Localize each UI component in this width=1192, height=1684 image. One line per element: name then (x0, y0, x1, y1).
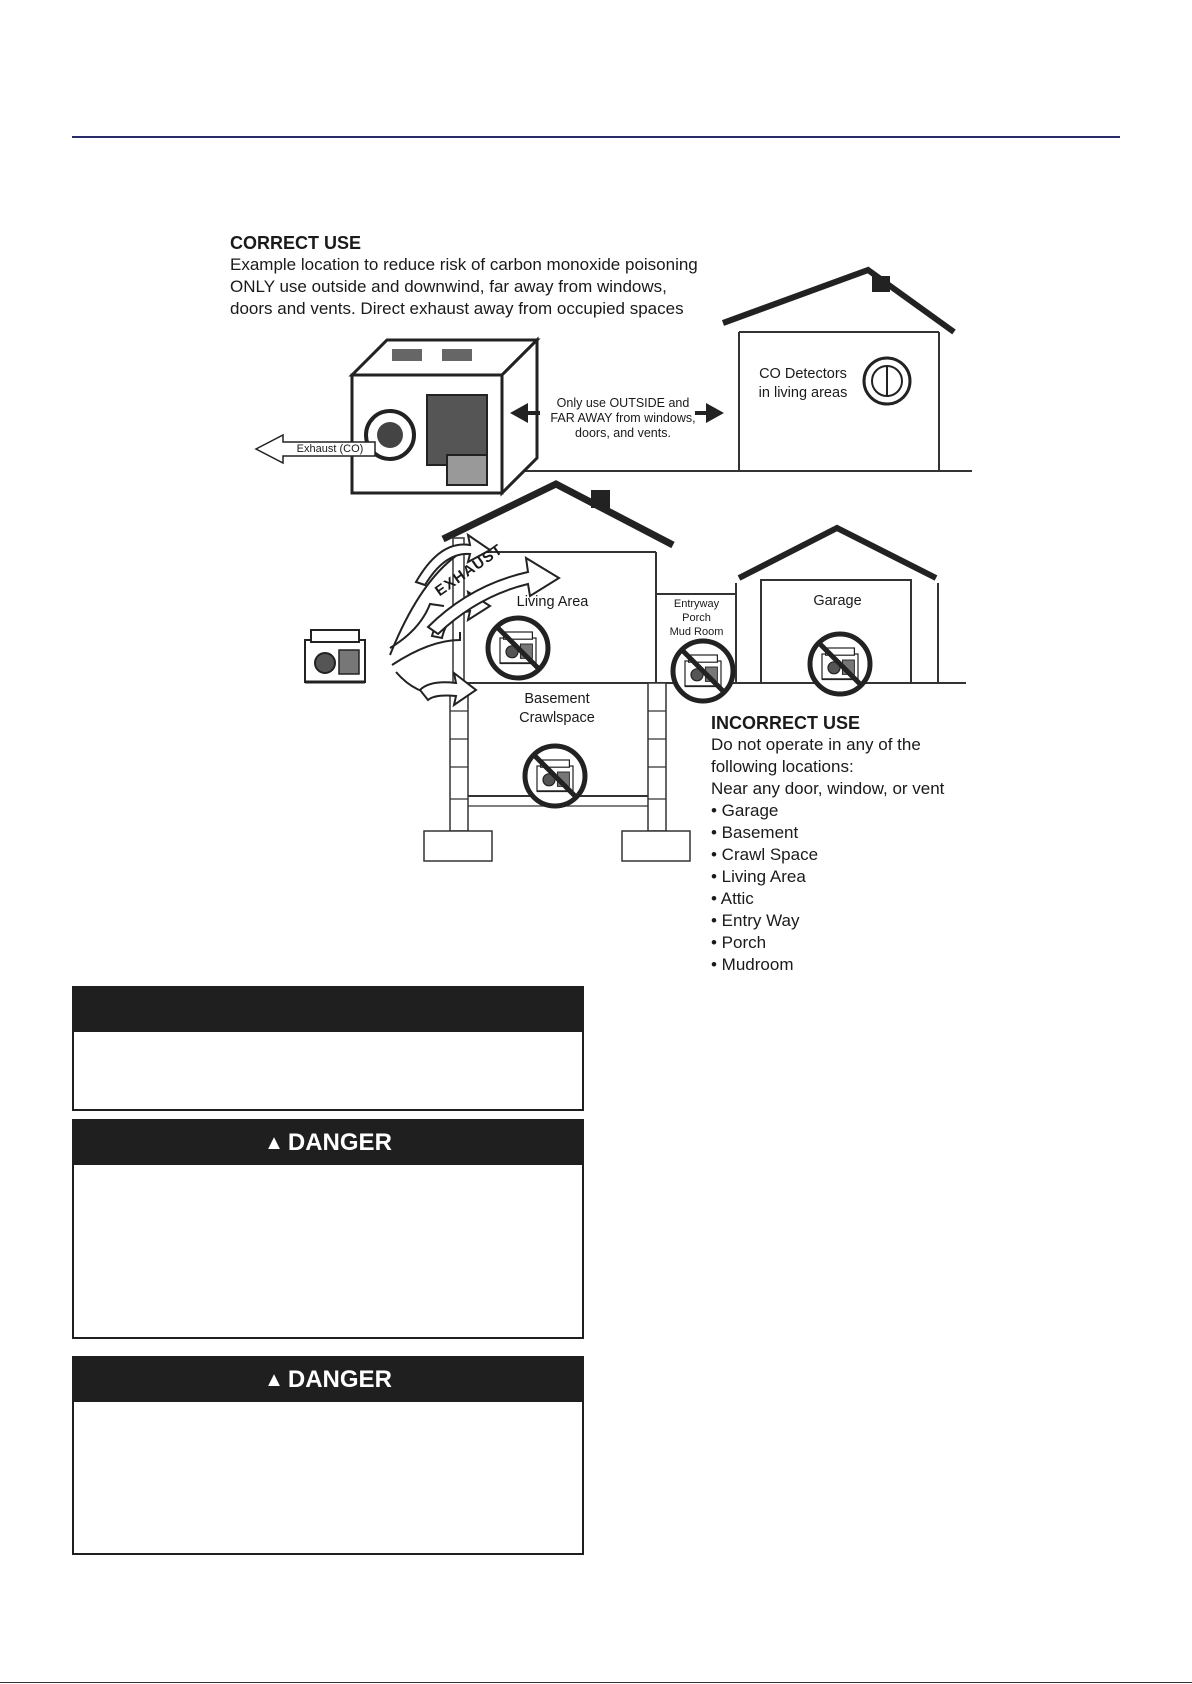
basement-label-line: Crawlspace (519, 710, 595, 726)
danger-box: ▲ DANGER (72, 1356, 584, 1555)
living-area-label: Living Area (516, 594, 589, 610)
distance-note: Only use OUTSIDE and FAR AWAY from windo… (548, 396, 698, 441)
danger-box-header: ▲ DANGER (74, 1358, 582, 1402)
incorrect-location-item: • Garage (711, 801, 779, 820)
warning-triangle-icon: ▲ (264, 1131, 284, 1154)
entryway-label-line: Mud Room (669, 626, 724, 638)
entryway-label-line: Entryway (673, 598, 720, 610)
danger-title: DANGER (287, 1366, 392, 1393)
distance-note-line: Only use OUTSIDE and (556, 396, 690, 410)
footer-rule (0, 1682, 1192, 1683)
incorrect-use-heading: INCORRECT USE (711, 713, 861, 733)
exhaust-co-label: Exhaust (CO) (296, 443, 364, 455)
correct-use-line: Example location to reduce risk of carbo… (230, 255, 698, 274)
incorrect-location-item: • Basement (711, 823, 799, 842)
co-detector-label-line: in living areas (758, 385, 848, 401)
basement-label: Basement Crawlspace (512, 690, 602, 728)
correct-use-line: doors and vents. Direct exhaust away fro… (230, 299, 684, 318)
incorrect-location-item: • Mudroom (711, 955, 794, 974)
incorrect-use-line: following locations: (711, 757, 854, 776)
incorrect-use-line: Do not operate in any of the (711, 735, 921, 754)
incorrect-location-item: • Attic (711, 889, 754, 908)
warning-triangle-icon: ▲ (264, 1368, 284, 1391)
co-detector-label-line: CO Detectors (759, 366, 847, 382)
incorrect-location-item: • Porch (711, 933, 767, 952)
correct-use-line: ONLY use outside and downwind, far away … (230, 277, 667, 296)
header-rule (72, 136, 1120, 138)
warning-box-header (74, 988, 582, 1032)
distance-note-line: FAR AWAY from windows, (550, 411, 696, 425)
warning-box (72, 986, 584, 1111)
danger-box-header: ▲ DANGER (74, 1121, 582, 1165)
correct-use-heading: CORRECT USE (230, 233, 362, 253)
danger-box: ▲ DANGER (72, 1119, 584, 1339)
basement-label-line: Basement (524, 691, 590, 707)
incorrect-location-item: • Crawl Space (711, 845, 819, 864)
entryway-label: Entryway Porch Mud Room (664, 597, 729, 639)
garage-label: Garage (813, 593, 862, 609)
incorrect-location-item: • Entry Way (711, 911, 800, 930)
incorrect-location-item: • Living Area (711, 867, 806, 886)
entryway-label-line: Porch (682, 612, 711, 624)
distance-note-line: doors, and vents. (575, 426, 671, 440)
co-detector-label: CO Detectors in living areas (748, 365, 858, 403)
incorrect-use-line: Near any door, window, or vent (711, 779, 945, 798)
danger-title: DANGER (287, 1129, 392, 1156)
generator-placement-illustration (254, 266, 972, 862)
